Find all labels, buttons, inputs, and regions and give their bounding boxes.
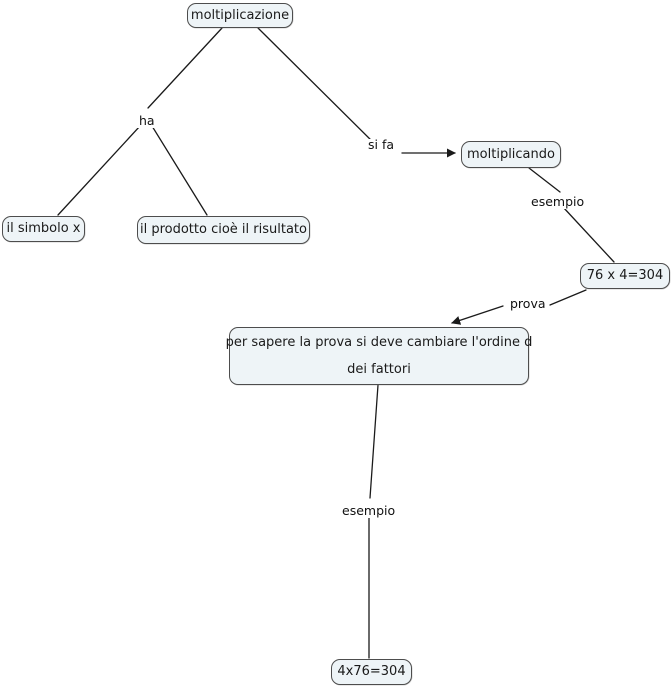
node-label: 76 x 4=304 [586,268,664,284]
edge-provabox-to-esempio2 [369,384,379,499]
edge-moltiplicando-to-esempio [528,167,561,193]
edge-root-to-sifa [257,27,382,151]
node-il-prodotto-cioe-il-risultato[interactable]: il prodotto cioè il risultato [137,216,310,244]
node-label: moltiplicazione [190,7,290,23]
node-label: il prodotto cioè il risultato [139,222,307,238]
node-label: per sapere la prova si deve cambiare l'o… [225,334,533,350]
node-il-simbolo-x[interactable]: il simbolo x [2,216,85,242]
node-esempio-76x4[interactable]: 76 x 4=304 [580,263,670,289]
edge-result1-to-prova [549,289,587,306]
edge-label-esempio-prova: esempio [340,503,398,518]
edge-ha-to-prodotto [151,125,208,216]
edge-ha-to-simbolo [57,125,141,216]
edge-prova-to-provabox [451,305,504,325]
node-label: il simbolo x [6,221,81,237]
edge-esempio-to-result1 [562,206,615,263]
edge-label-prova: prova [508,296,548,311]
node-label-line2: dei fattori [347,361,411,377]
edge-label-ha: ha [137,113,157,128]
node-prova-regola[interactable]: per sapere la prova si deve cambiare l'o… [226,327,532,385]
edge-root-to-ha [147,27,223,109]
node-label: 4x76=304 [337,664,406,680]
node-moltiplicando[interactable]: moltiplicando [461,141,561,168]
node-moltiplicazione[interactable]: moltiplicazione [187,3,293,28]
edge-label-si-fa: si fa [366,137,397,152]
node-esempio-4x76[interactable]: 4x76=304 [331,659,412,685]
node-label: moltiplicando [467,146,555,162]
edge-label-esempio-moltiplicando: esempio [529,194,587,209]
